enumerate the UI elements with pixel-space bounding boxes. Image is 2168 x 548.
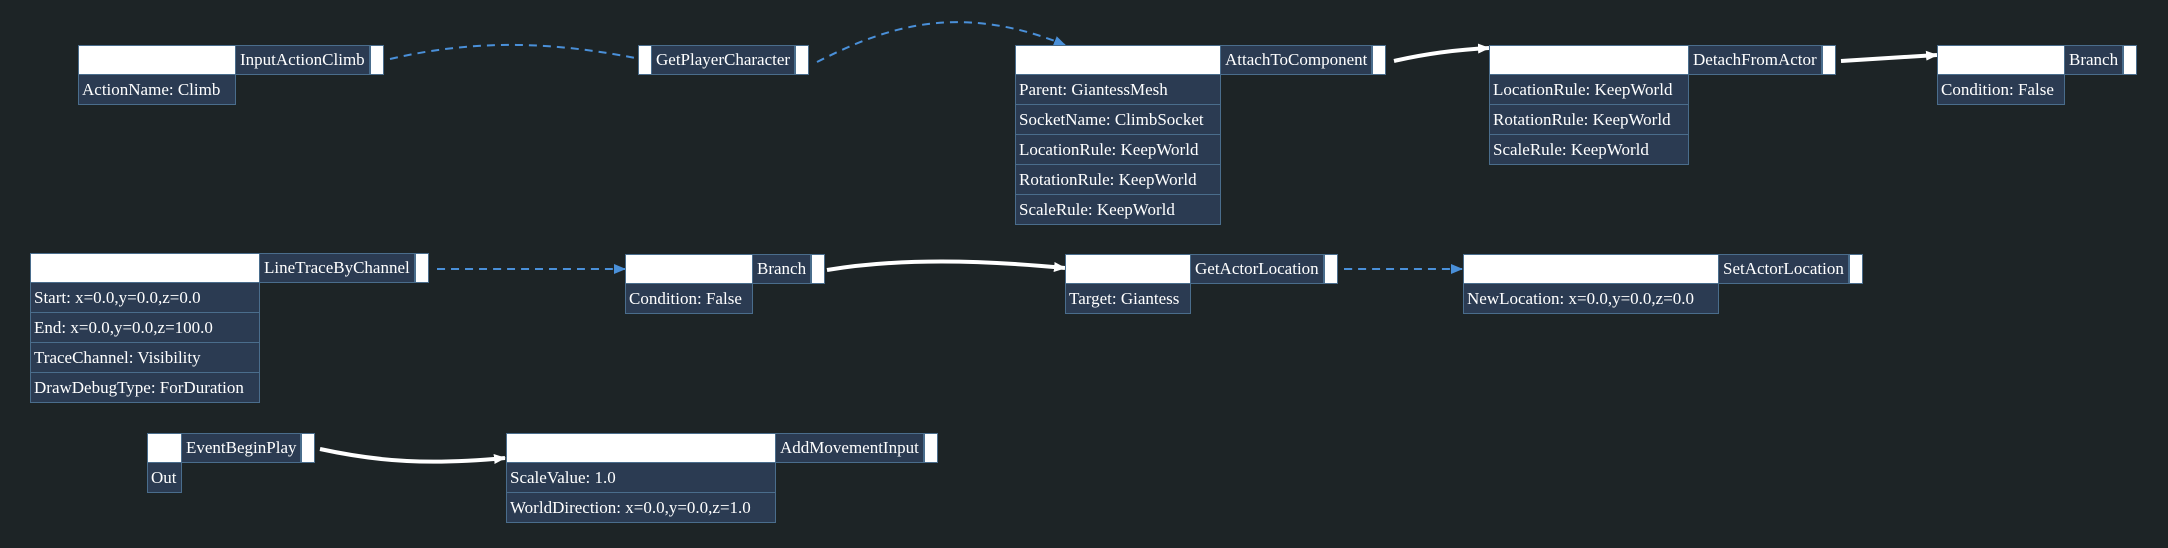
node-param-row: ScaleValue: 1.0 <box>506 463 776 493</box>
node-param-row: ActionName: Climb <box>78 75 236 105</box>
node-header[interactable]: LineTraceByChannel <box>30 253 429 283</box>
node-input-slot[interactable] <box>638 45 652 75</box>
node-title: DetachFromActor <box>1689 45 1822 75</box>
node-input-slot[interactable] <box>1463 254 1719 284</box>
node-title: InputActionClimb <box>236 45 370 75</box>
node-param-row: WorldDirection: x=0.0,y=0.0,z=1.0 <box>506 493 776 523</box>
node-header[interactable]: GetActorLocation <box>1065 254 1338 284</box>
node-params: Parent: GiantessMesh SocketName: ClimbSo… <box>1015 75 1221 225</box>
node-params: Out <box>147 463 182 493</box>
node-input-slot[interactable] <box>625 254 753 284</box>
node-param-row: RotationRule: KeepWorld <box>1015 165 1221 195</box>
node-title: SetActorLocation <box>1719 254 1849 284</box>
node-header[interactable]: AttachToComponent <box>1015 45 1387 75</box>
node-title: AttachToComponent <box>1221 45 1373 75</box>
node-param-row: ScaleRule: KeepWorld <box>1015 195 1221 225</box>
node-output-slot[interactable] <box>1372 45 1387 75</box>
node-title: GetPlayerCharacter <box>652 45 796 75</box>
node-header[interactable]: Branch <box>625 254 826 284</box>
node-param-row: SocketName: ClimbSocket <box>1015 105 1221 135</box>
node-param-row: Target: Giantess <box>1065 284 1191 314</box>
node-title: Branch <box>753 254 812 284</box>
node-input-slot[interactable] <box>30 253 260 283</box>
node-header[interactable]: DetachFromActor <box>1489 45 1836 75</box>
node-output-slot[interactable] <box>369 45 384 75</box>
node-header[interactable]: InputActionClimb <box>78 45 384 75</box>
node-input-slot[interactable] <box>78 45 236 75</box>
node-output-slot[interactable] <box>1848 254 1863 284</box>
node-input-slot[interactable] <box>1065 254 1191 284</box>
node-title: Branch <box>2065 45 2124 75</box>
node-title: EventBeginPlay <box>182 433 302 463</box>
node-output-slot[interactable] <box>923 433 938 463</box>
node-header[interactable]: SetActorLocation <box>1463 254 1863 284</box>
node-output-slot[interactable] <box>795 45 810 75</box>
node-input-slot[interactable] <box>1015 45 1221 75</box>
node-params: Condition: False <box>625 284 753 314</box>
node-header[interactable]: EventBeginPlay <box>147 433 316 463</box>
node-header[interactable]: GetPlayerCharacter <box>638 45 810 75</box>
node-input-slot[interactable] <box>147 433 182 463</box>
node-params: LocationRule: KeepWorld RotationRule: Ke… <box>1489 75 1689 165</box>
node-param-row: RotationRule: KeepWorld <box>1489 105 1689 135</box>
node-params: Start: x=0.0,y=0.0,z=0.0 End: x=0.0,y=0.… <box>30 283 260 403</box>
node-title: LineTraceByChannel <box>260 253 415 283</box>
node-param-row: Condition: False <box>625 284 753 314</box>
node-param-row: Out <box>147 463 182 493</box>
node-input-slot[interactable] <box>1937 45 2065 75</box>
node-params: ScaleValue: 1.0 WorldDirection: x=0.0,y=… <box>506 463 776 523</box>
node-input-slot[interactable] <box>1489 45 1689 75</box>
node-param-row: Start: x=0.0,y=0.0,z=0.0 <box>30 283 260 313</box>
node-title: AddMovementInput <box>776 433 924 463</box>
node-input-slot[interactable] <box>506 433 776 463</box>
node-param-row: Condition: False <box>1937 75 2065 105</box>
node-output-slot[interactable] <box>414 253 429 283</box>
node-param-row: LocationRule: KeepWorld <box>1015 135 1221 165</box>
node-output-slot[interactable] <box>811 254 826 284</box>
node-output-slot[interactable] <box>1821 45 1836 75</box>
edge-inputactionclimb-to-getplayercharacter <box>389 43 651 64</box>
node-header[interactable]: AddMovementInput <box>506 433 938 463</box>
edge-attachtocomponent-to-detachfromactor <box>1393 43 1490 63</box>
node-output-slot[interactable] <box>301 433 316 463</box>
node-param-row: ScaleRule: KeepWorld <box>1489 135 1689 165</box>
node-param-row: NewLocation: x=0.0,y=0.0,z=0.0 <box>1463 284 1719 314</box>
node-params: NewLocation: x=0.0,y=0.0,z=0.0 <box>1463 284 1719 314</box>
edge-branch-to-getactorlocation <box>826 259 1066 272</box>
edge-detachfromactor-to-branch <box>1840 50 1938 63</box>
node-output-slot[interactable] <box>1323 254 1338 284</box>
edge-eventbeginplay-to-addmovementinput <box>319 447 506 464</box>
node-param-row: End: x=0.0,y=0.0,z=100.0 <box>30 313 260 343</box>
node-param-row: LocationRule: KeepWorld <box>1489 75 1689 105</box>
node-params: ActionName: Climb <box>78 75 236 105</box>
node-param-row: TraceChannel: Visibility <box>30 343 260 373</box>
node-params: Target: Giantess <box>1065 284 1191 314</box>
node-param-row: Parent: GiantessMesh <box>1015 75 1221 105</box>
node-params: Condition: False <box>1937 75 2065 105</box>
node-output-slot[interactable] <box>2123 45 2138 75</box>
node-header[interactable]: Branch <box>1937 45 2138 75</box>
node-title: GetActorLocation <box>1191 254 1324 284</box>
node-param-row: DrawDebugType: ForDuration <box>30 373 260 403</box>
